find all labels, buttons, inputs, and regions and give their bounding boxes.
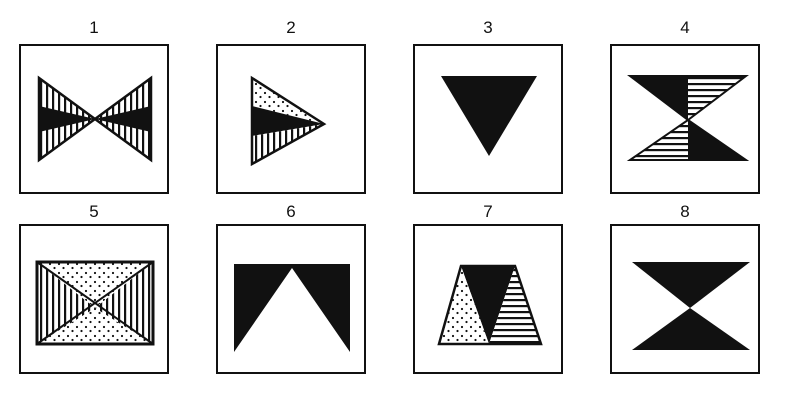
panel-number: 7 [483, 202, 493, 221]
panel-number: 4 [680, 18, 690, 37]
panel-number: 6 [286, 202, 296, 221]
panel-number: 3 [483, 18, 493, 37]
bowtie-figure [37, 75, 153, 163]
trapezoid-figure [437, 264, 543, 346]
figure-box [216, 44, 366, 194]
figure-box [216, 224, 366, 374]
inverted-triangle-figure [441, 76, 537, 156]
figure-box [610, 224, 760, 374]
figure-box [413, 44, 563, 194]
figure-box [610, 44, 760, 194]
notched-block-figure [234, 264, 350, 352]
panel-number: 8 [680, 202, 690, 221]
panel-number: 2 [286, 18, 296, 37]
hourglass-figure [626, 75, 750, 161]
figure-box [19, 44, 169, 194]
panel-number: 1 [89, 18, 99, 37]
hourglass-solid-figure [632, 262, 750, 350]
figure-box [19, 224, 169, 374]
figure-box [413, 224, 563, 374]
arrow-triangle-figure [250, 75, 327, 167]
crossed-rectangle-figure [35, 260, 155, 346]
panel-number: 5 [89, 202, 99, 221]
